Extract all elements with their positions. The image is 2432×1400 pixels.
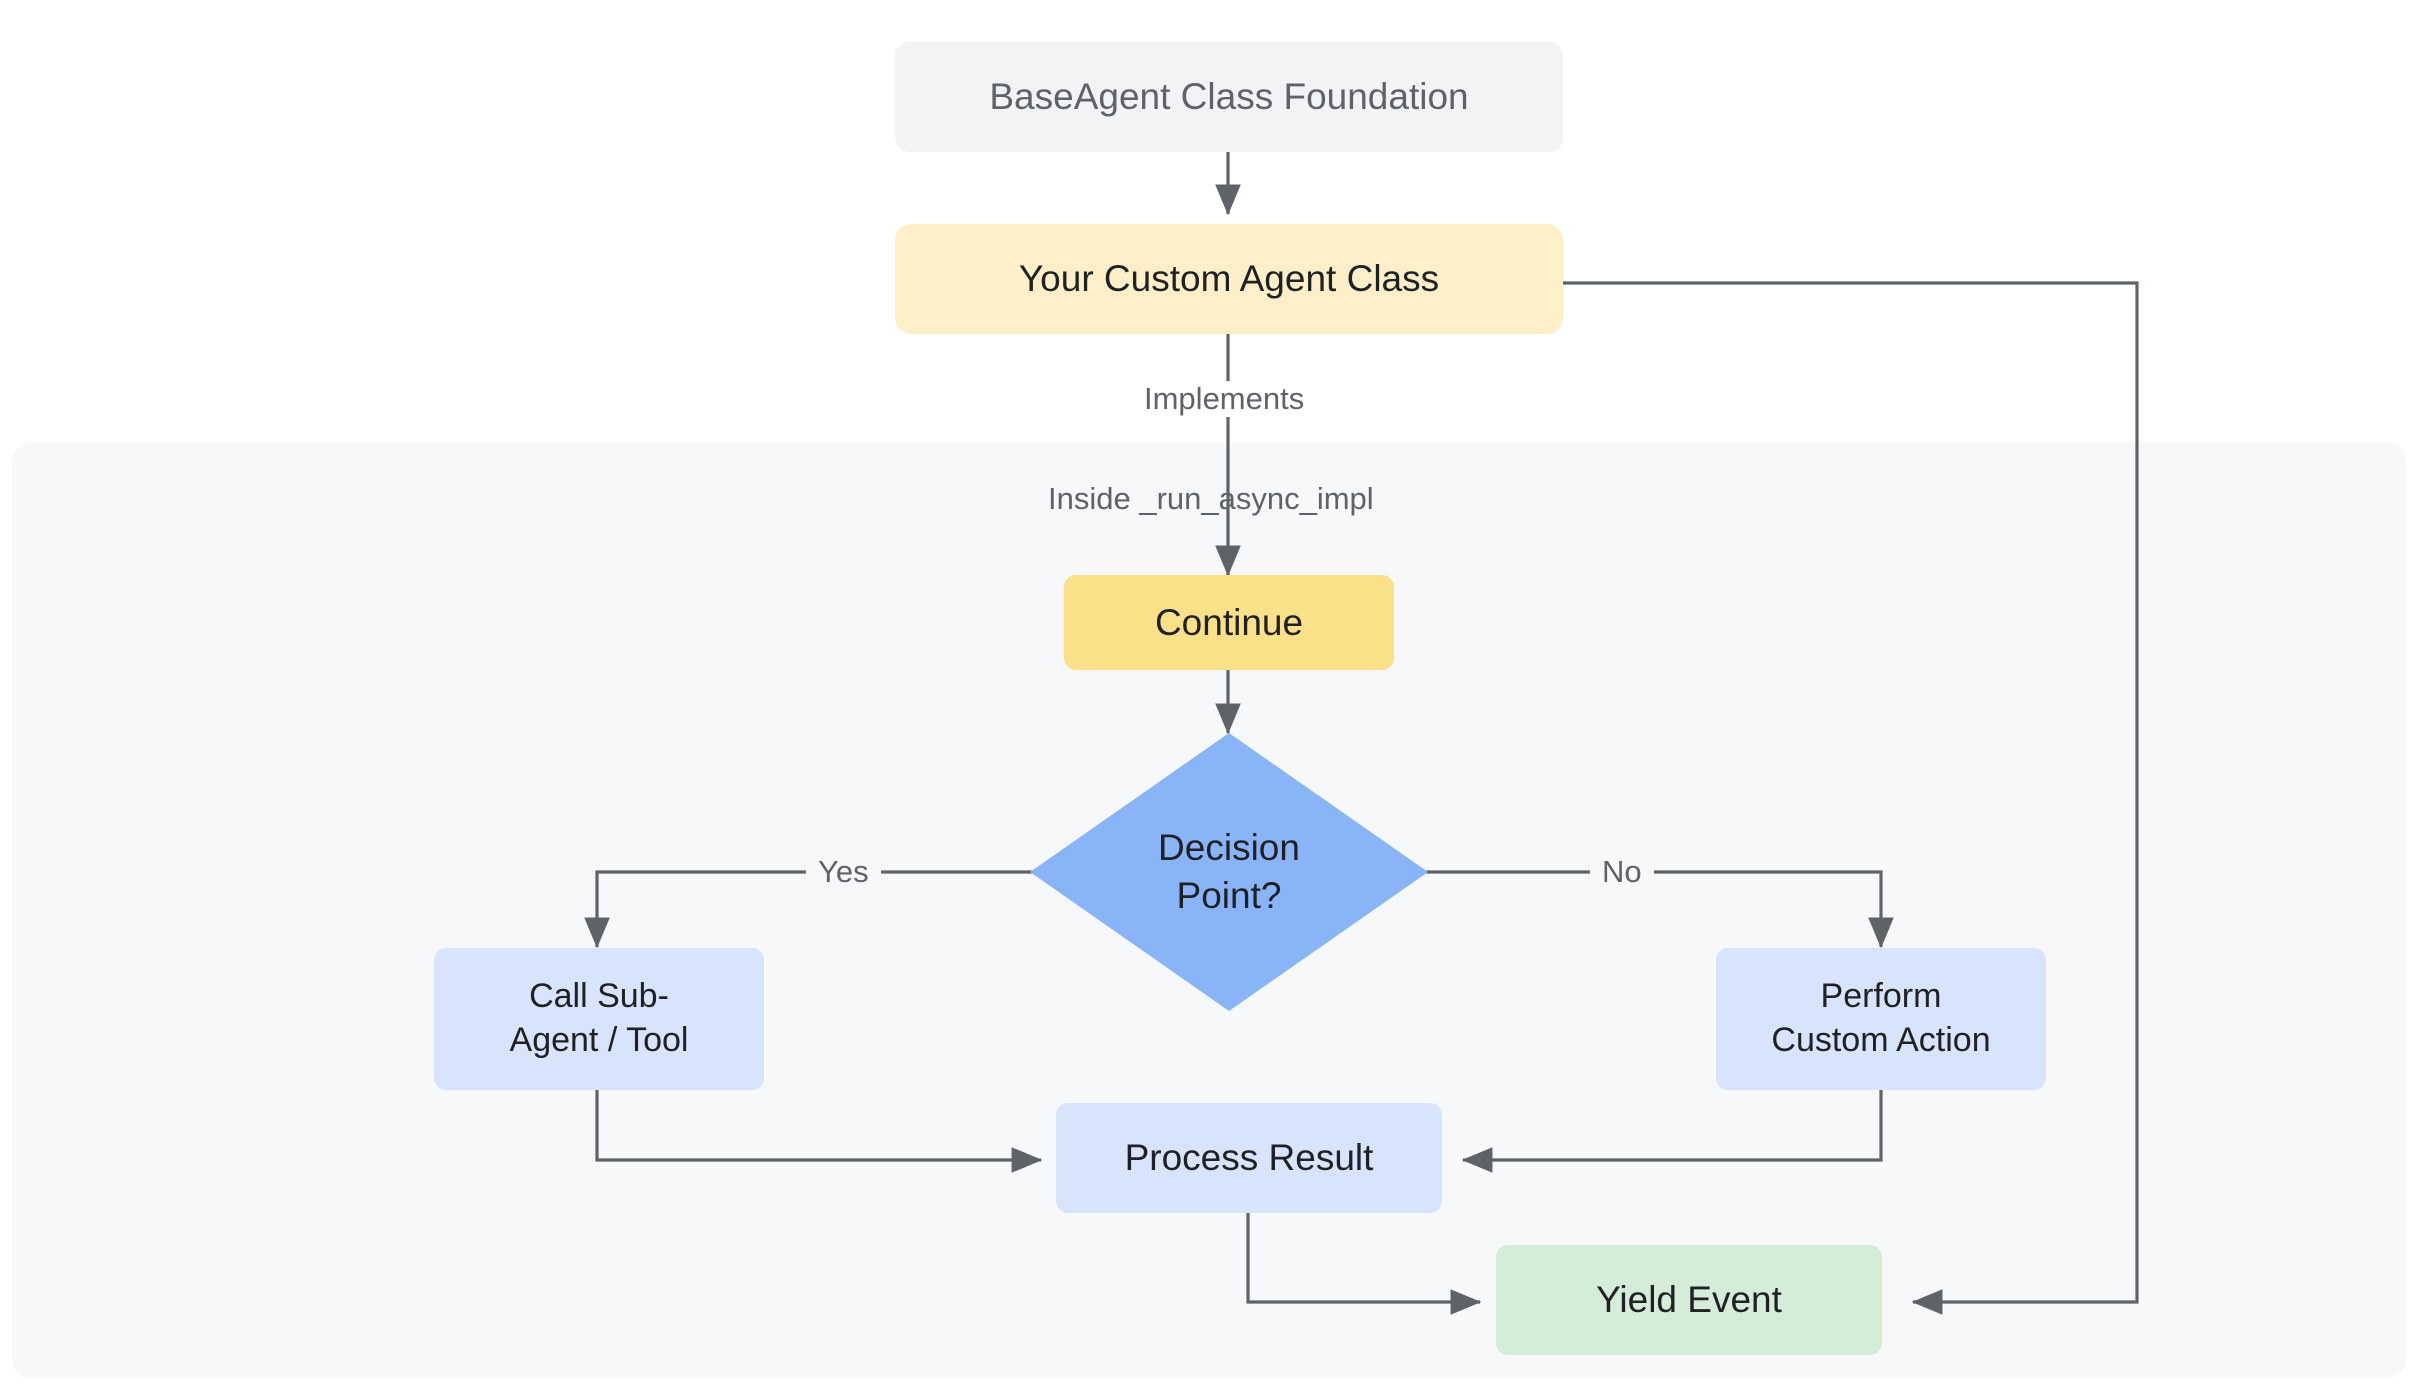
edge-label-yes: Yes — [806, 854, 881, 890]
node-continue[interactable]: Continue — [1064, 575, 1394, 670]
edge-label-no: No — [1590, 854, 1654, 890]
node-baseagent-class-foundation[interactable]: BaseAgent Class Foundation — [895, 42, 1563, 152]
node-yield-event[interactable]: Yield Event — [1496, 1245, 1882, 1355]
node-your-custom-agent-class[interactable]: Your Custom Agent Class — [895, 224, 1563, 334]
node-process-result[interactable]: Process Result — [1056, 1103, 1442, 1213]
edge-label-implements: Implements — [1132, 381, 1317, 417]
node-decision-point[interactable] — [1030, 733, 1428, 1011]
node-perform-custom-action[interactable]: Perform Custom Action — [1716, 948, 2046, 1090]
node-call-sub-agent-tool[interactable]: Call Sub- Agent / Tool — [434, 948, 764, 1090]
edge-label-inside-run-async-impl: Inside _run_async_impl — [1048, 481, 1374, 516]
